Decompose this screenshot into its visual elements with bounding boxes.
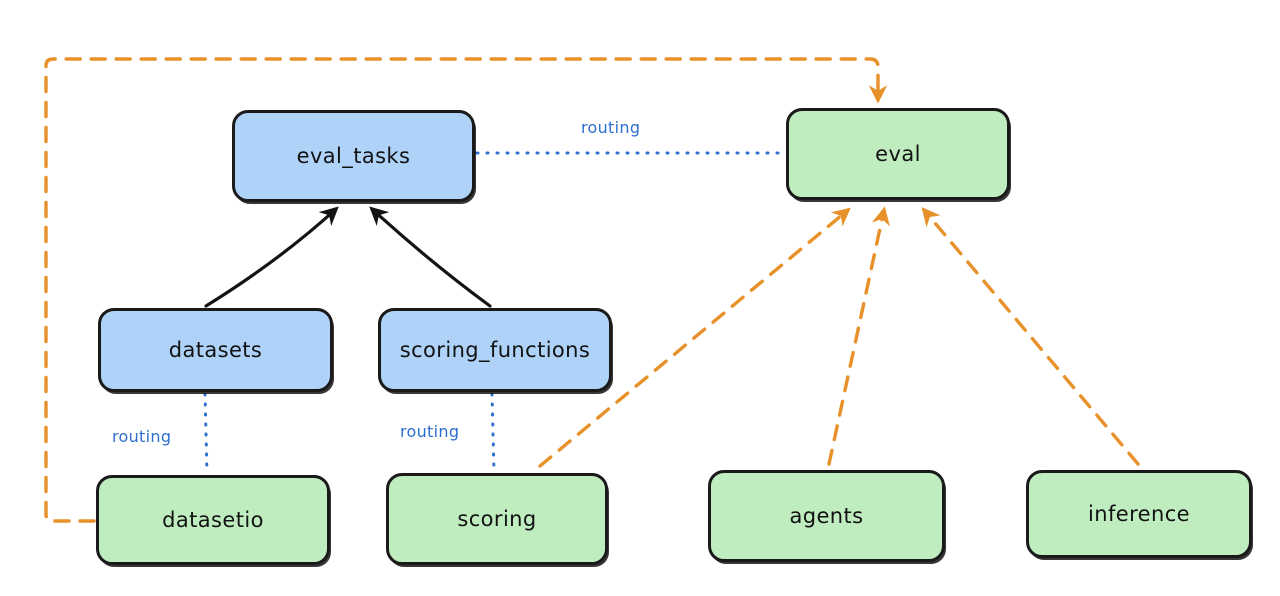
node-label: datasets — [168, 338, 263, 362]
edge-label-scoring-functions-to-scoring: routing — [400, 422, 460, 441]
node-datasetio[interactable]: datasetio — [96, 475, 330, 565]
edge-inference-to-eval — [921, 207, 1140, 466]
node-eval-tasks[interactable]: eval_tasks — [232, 110, 475, 202]
node-datasets[interactable]: datasets — [98, 308, 333, 392]
edge-datasets-to-eval-tasks — [204, 206, 339, 308]
node-inference[interactable]: inference — [1026, 470, 1252, 558]
node-eval[interactable]: eval — [786, 108, 1010, 200]
node-scoring-functions[interactable]: scoring_functions — [378, 308, 612, 392]
edge-label-datasets-to-datasetio: routing — [112, 427, 172, 446]
node-label: agents — [789, 504, 864, 528]
node-label: eval_tasks — [296, 144, 411, 168]
node-label: datasetio — [162, 508, 264, 532]
edge-datasets-to-datasetio — [203, 392, 209, 475]
edge-scoring-functions-to-eval-tasks — [369, 206, 492, 308]
node-agents[interactable]: agents — [708, 470, 945, 562]
node-label: scoring — [457, 507, 537, 531]
node-label: inference — [1088, 502, 1190, 526]
edge-scoring-functions-to-scoring — [490, 392, 496, 474]
node-label: scoring_functions — [399, 338, 591, 362]
node-scoring[interactable]: scoring — [386, 473, 608, 565]
edge-scoring-to-eval — [538, 207, 851, 468]
edge-agents-to-eval — [827, 206, 890, 466]
edge-label-eval-tasks-to-eval: routing — [581, 118, 641, 137]
node-label: eval — [875, 142, 921, 166]
edge-datasetio-to-eval — [44, 57, 888, 523]
